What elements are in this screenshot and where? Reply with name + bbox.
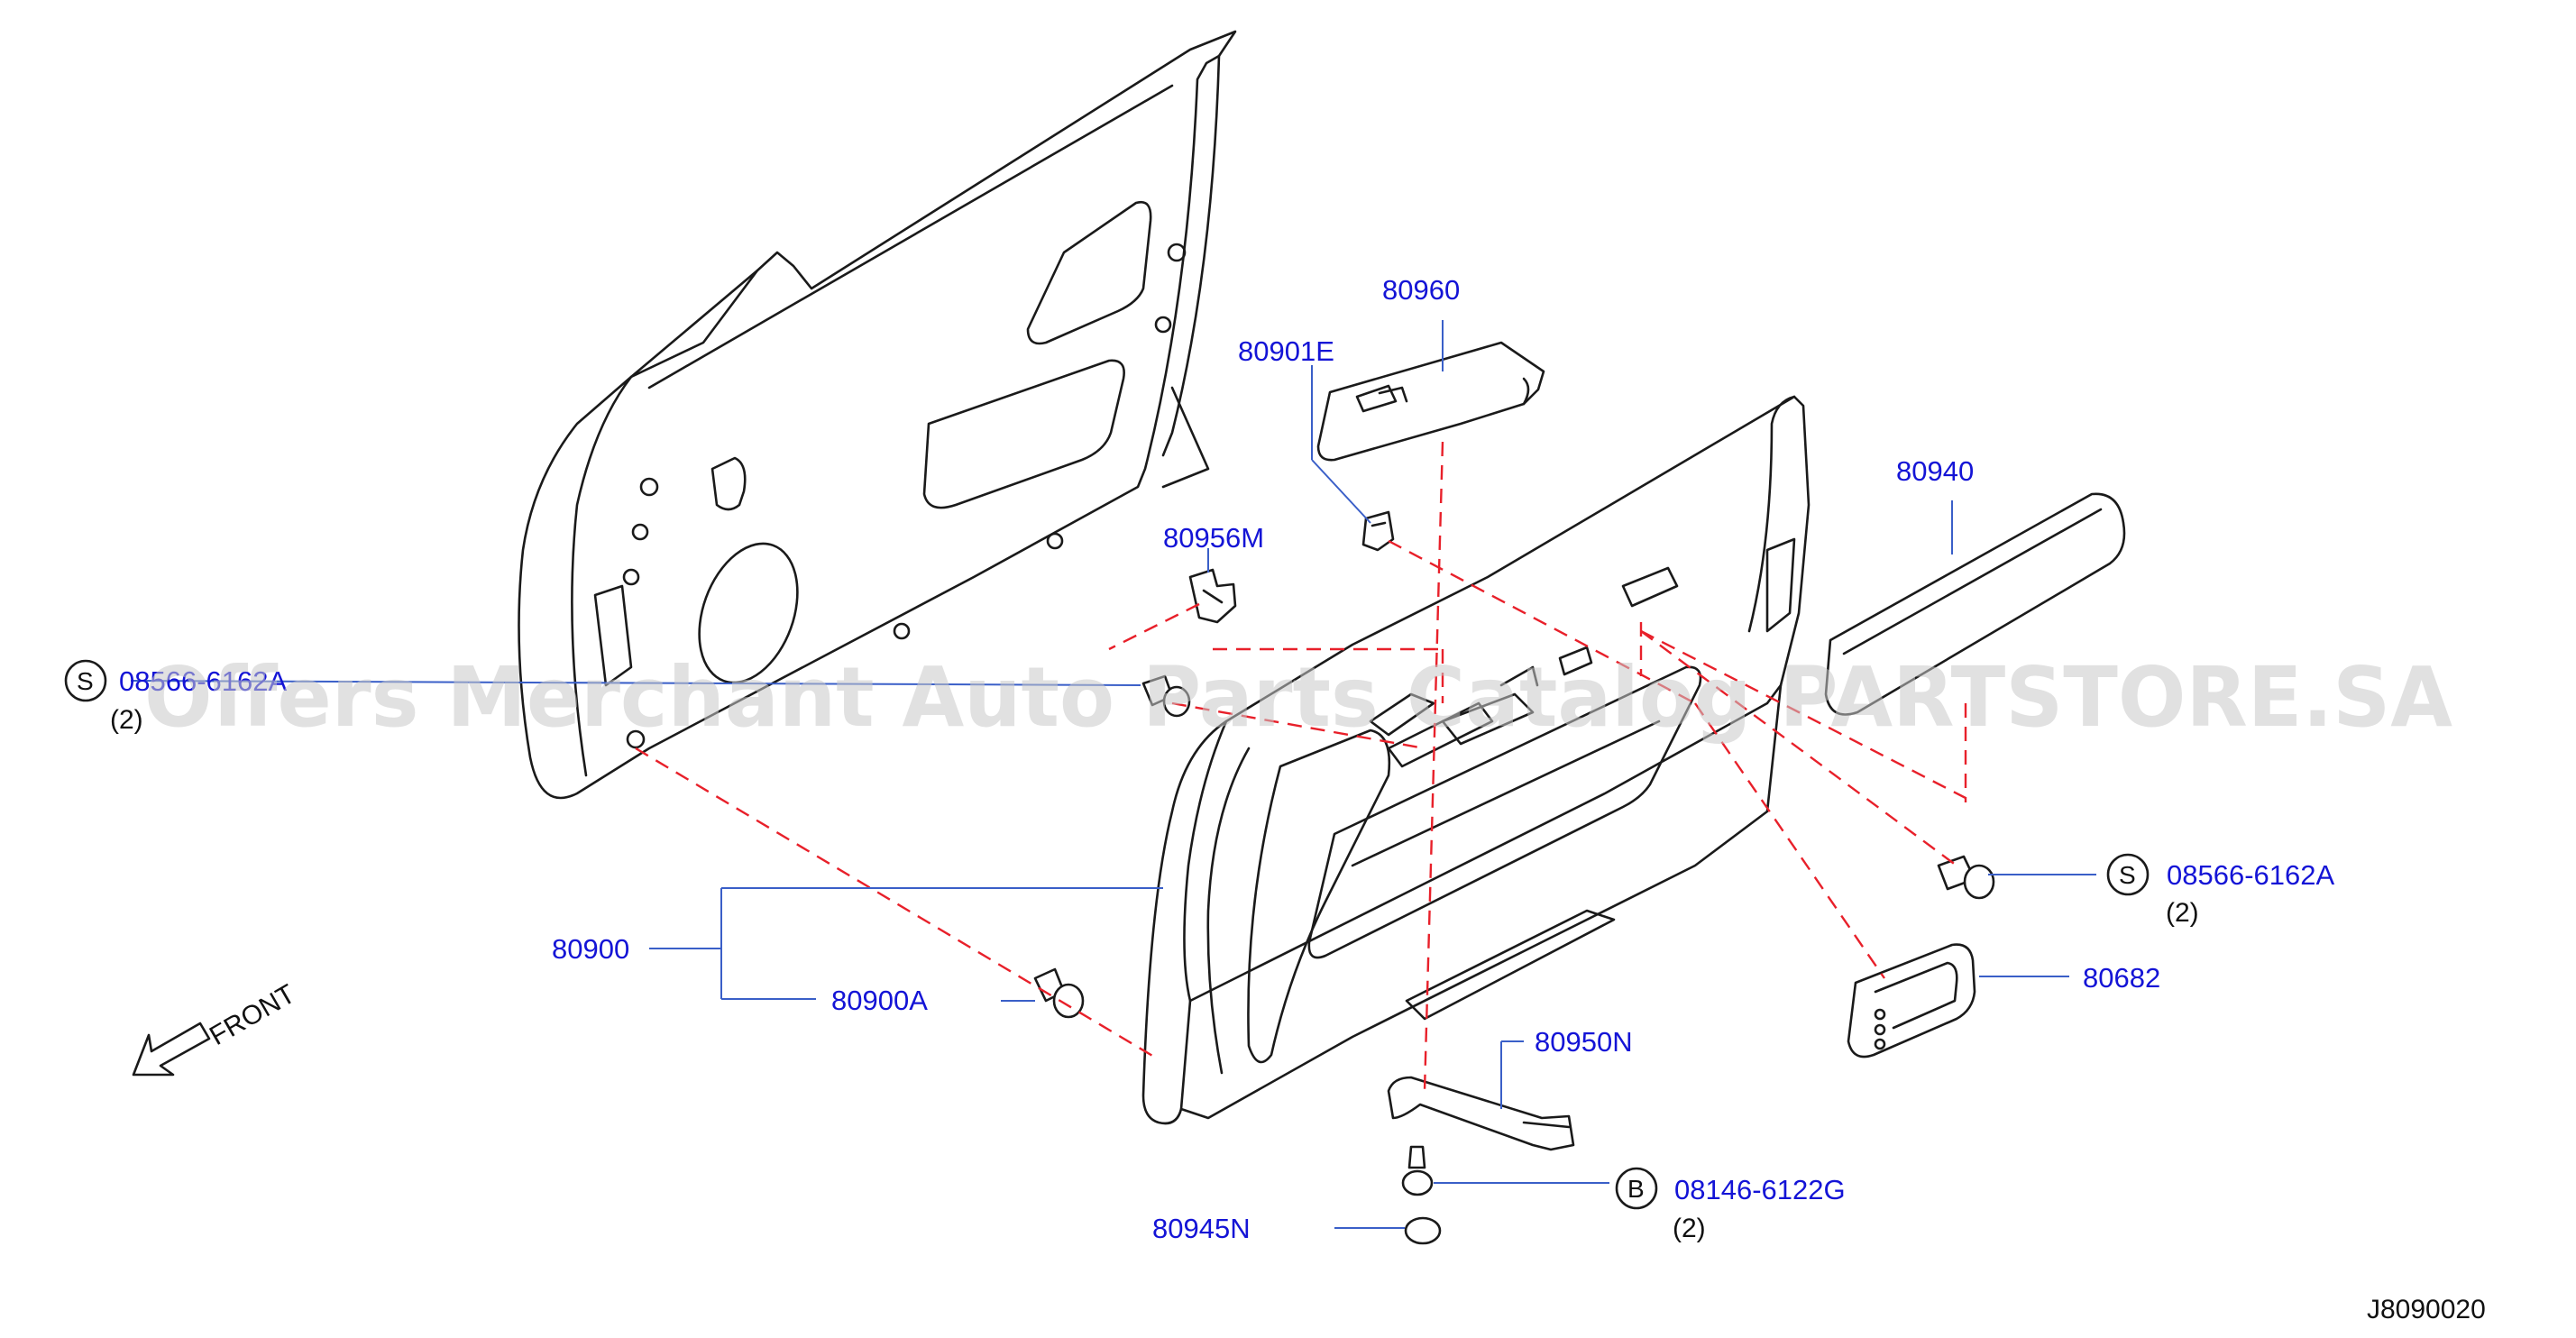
label-80950n[interactable]: 80950N <box>1535 1026 1633 1058</box>
screw-right-qty: (2) <box>2166 898 2199 928</box>
bracket-80956m <box>1188 568 1237 624</box>
screw-left-letter: S <box>77 667 94 695</box>
door-inner-shell <box>518 30 1237 800</box>
handle-escutcheon-80682 <box>1847 943 1976 1058</box>
clip-80901e <box>1361 510 1395 552</box>
pull-handle-80950n <box>1387 1076 1575 1151</box>
screw-left-qty: (2) <box>110 705 143 735</box>
label-80956m[interactable]: 80956M <box>1163 522 1264 554</box>
bolt-qty: (2) <box>1673 1214 1706 1243</box>
callout-bolt: B 08146-6122G (2) <box>1615 1167 1846 1243</box>
label-80901e[interactable]: 80901E <box>1238 335 1334 367</box>
callout-screw-left: S 08566-6162A (2) <box>64 659 287 735</box>
watermark: Offers Merchant Auto Parts Catalog PARTS… <box>144 649 2452 746</box>
door-trim-panel <box>1141 395 1811 1125</box>
cap-80945n <box>1404 1216 1442 1245</box>
label-80682[interactable]: 80682 <box>2083 962 2160 994</box>
screw-right <box>1937 855 1995 900</box>
label-80960[interactable]: 80960 <box>1382 274 1460 306</box>
label-80900a[interactable]: 80900A <box>831 985 928 1016</box>
front-direction-arrow: FRONT <box>132 979 300 1077</box>
label-screw-left[interactable]: 08566-6162A <box>119 665 287 697</box>
armrest-pad-80940 <box>1824 492 2126 716</box>
bolt <box>1401 1145 1434 1196</box>
bolt-letter: B <box>1627 1175 1645 1203</box>
diagram-code: J8090020 <box>2367 1295 2486 1324</box>
label-bolt[interactable]: 08146-6122G <box>1674 1174 1846 1205</box>
front-label: FRONT <box>205 979 300 1051</box>
assembly-guide-lines <box>635 441 1967 1092</box>
label-screw-right[interactable]: 08566-6162A <box>2167 859 2334 891</box>
callout-screw-right: S 08566-6162A (2) <box>2106 853 2334 928</box>
label-80945n[interactable]: 80945N <box>1152 1213 1251 1244</box>
screw-right-letter: S <box>2119 861 2136 889</box>
label-80940[interactable]: 80940 <box>1896 455 1974 487</box>
clip-80900a <box>1033 967 1085 1019</box>
leader-lines <box>130 320 2096 1229</box>
screw-left <box>1141 674 1191 718</box>
label-80900[interactable]: 80900 <box>552 933 629 965</box>
switch-finisher-80960 <box>1316 341 1545 462</box>
